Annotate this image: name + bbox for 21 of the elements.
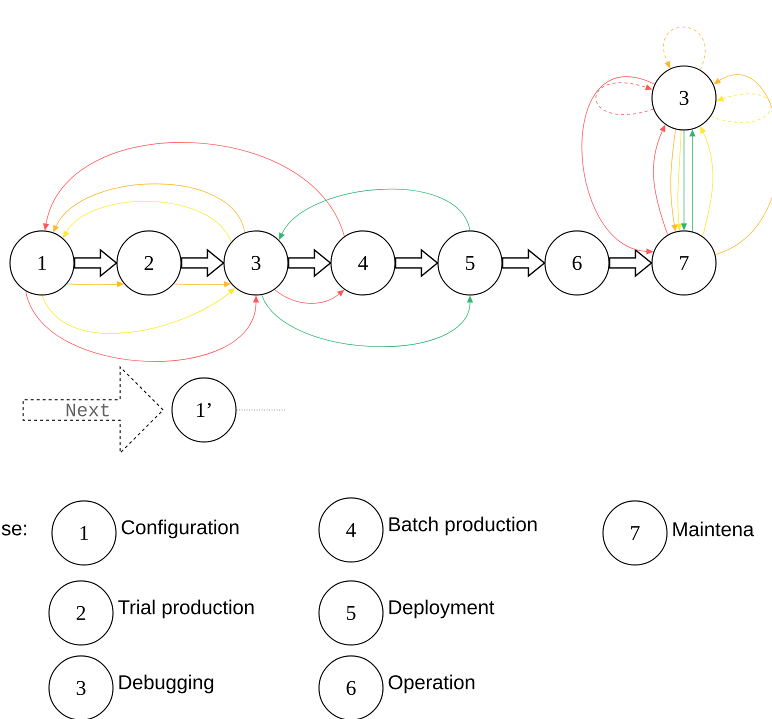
legend-text: Operation — [388, 674, 474, 694]
loop-arrow — [596, 82, 654, 115]
legend-text: Configuration — [122, 520, 238, 538]
arrow — [279, 189, 470, 240]
legend-text: Maintena — [673, 522, 754, 536]
legend-text: Trial production — [118, 600, 254, 618]
block-arrow — [608, 248, 653, 278]
legend-text: Debugging — [119, 674, 214, 694]
block-arrow — [74, 248, 118, 278]
loop-arrow — [710, 93, 771, 123]
block-arrow — [180, 248, 225, 278]
block-arrow — [394, 248, 439, 278]
loop-arrow — [664, 26, 706, 70]
legend-text: Deployment — [389, 600, 494, 618]
legend-text: Batch production — [389, 516, 536, 536]
arrow — [43, 142, 345, 237]
block-arrow — [288, 248, 332, 278]
arrow — [714, 74, 772, 255]
arrow — [53, 184, 246, 233]
legend-title: se: — [2, 524, 26, 536]
block-arrow — [502, 248, 546, 278]
